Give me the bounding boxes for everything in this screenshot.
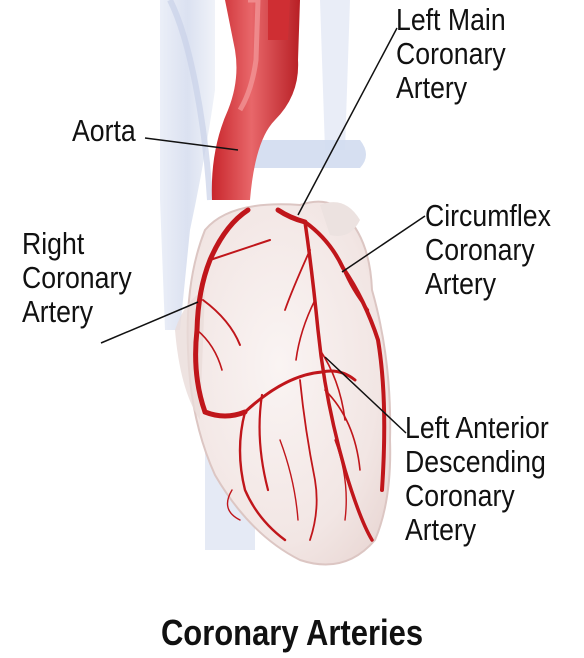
label-left-main-line3: Artery xyxy=(396,71,506,105)
label-circumflex-line1: Circumflex xyxy=(425,199,551,233)
label-left-main-line1: Left Main xyxy=(396,3,506,37)
label-circumflex-line2: Coronary xyxy=(425,233,551,267)
label-lad-line1: Left Anterior xyxy=(405,411,549,445)
diagram-title: Coronary Arteries xyxy=(41,612,543,654)
label-lad-line3: Coronary xyxy=(405,479,549,513)
label-left-main-line2: Coronary xyxy=(396,37,506,71)
label-circumflex-line3: Artery xyxy=(425,267,551,301)
label-aorta: Aorta xyxy=(72,114,136,148)
label-circumflex-coronary-artery: Circumflex Coronary Artery xyxy=(425,199,551,301)
label-left-main-coronary-artery: Left Main Coronary Artery xyxy=(396,3,506,105)
aorta xyxy=(212,0,300,200)
label-right-coronary-artery: Right Coronary Artery xyxy=(22,227,132,329)
label-right-line3: Artery xyxy=(22,295,132,329)
label-aorta-line1: Aorta xyxy=(72,114,136,148)
label-right-line1: Right xyxy=(22,227,132,261)
label-left-anterior-descending-coronary-artery: Left Anterior Descending Coronary Artery xyxy=(405,411,549,547)
label-lad-line2: Descending xyxy=(405,445,549,479)
label-right-line2: Coronary xyxy=(22,261,132,295)
label-lad-line4: Artery xyxy=(405,513,549,547)
